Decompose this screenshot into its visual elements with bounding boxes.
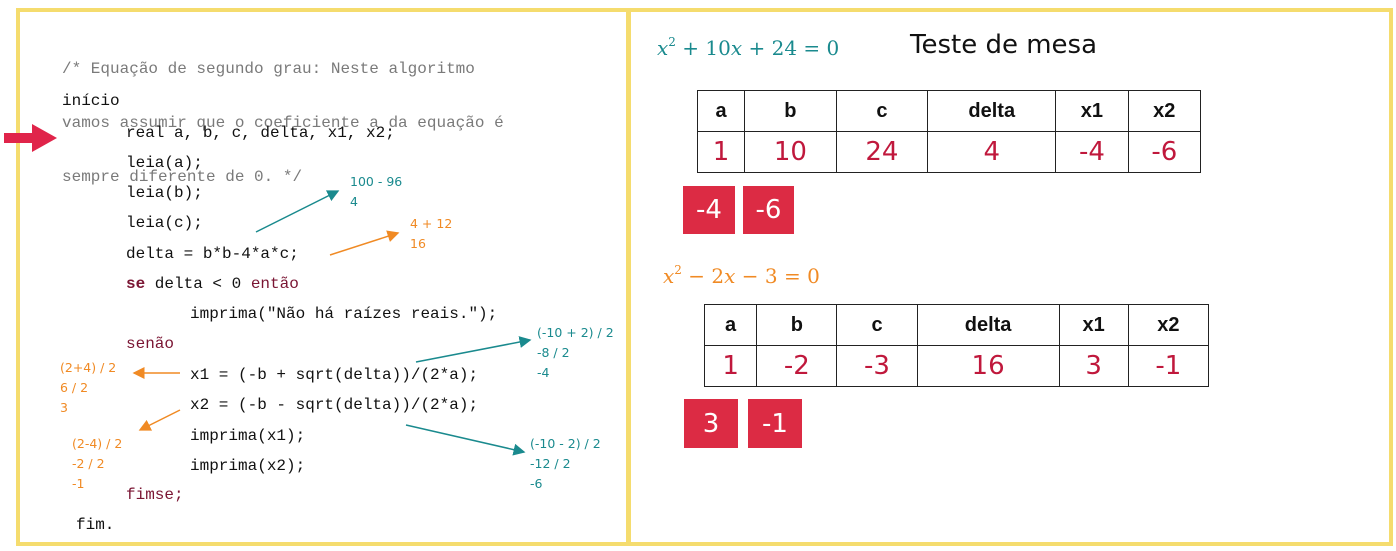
x1-calc-note: (-10 + 2) / 2 -8 / 2 -4 — [537, 325, 614, 380]
desk-test-table-2: a b c delta x1 x2 1 -2 -3 16 3 -1 — [703, 304, 1210, 387]
keyword-fimse: fimse; — [126, 486, 184, 504]
value-cell: -4 — [1055, 131, 1129, 173]
code-x1: x1 = (-b + sqrt(delta))/(2*a); — [190, 366, 479, 384]
table-row: 1 10 24 4 -4 -6 — [696, 131, 1202, 173]
value-cell: 24 — [835, 131, 929, 173]
keyword-senao: senão — [126, 335, 175, 353]
code-leia-a: leia(a); — [126, 154, 203, 172]
code-declaration: real a, b, c, delta, x1, x2; — [126, 124, 395, 142]
comment-line: sempre diferente de 0. */ — [62, 168, 303, 186]
comment-line: /* Equação de segundo grau: Neste algori… — [62, 60, 475, 78]
code-comment: /* Equação de segundo grau: Neste algori… — [62, 24, 504, 204]
header-cell: delta — [927, 90, 1057, 132]
value-cell: -2 — [756, 345, 838, 387]
x2-calc-note-2: (2-4) / 2 -2 / 2 -1 — [72, 436, 123, 491]
code-imprima-msg: imprima("Não há raízes reais."); — [190, 305, 498, 323]
keyword-se: se — [126, 275, 146, 293]
header-cell: x2 — [1127, 304, 1210, 346]
equation-1: x2 + 10x + 24 = 0 — [657, 35, 840, 60]
value-cell: 1 — [696, 131, 746, 173]
header-cell: delta — [916, 304, 1060, 346]
result-x1-badge: -4 — [683, 186, 735, 234]
keyword-entao: então — [250, 275, 299, 293]
value-cell: 16 — [916, 345, 1060, 387]
algorithm-panel — [16, 8, 630, 546]
desk-test-table-1: a b c delta x1 x2 1 10 24 4 -4 -6 — [696, 90, 1202, 173]
header-cell: b — [756, 304, 838, 346]
x2-calc-note: (-10 - 2) / 2 -12 / 2 -6 — [530, 436, 601, 491]
code-imprima-x1: imprima(x1); — [190, 427, 306, 445]
result-x1-badge: 3 — [684, 399, 738, 448]
delta-calc-note: 100 - 96 4 — [350, 174, 403, 209]
result-x2-badge: -6 — [743, 186, 794, 234]
value-cell: 10 — [744, 131, 837, 173]
value-cell: 3 — [1058, 345, 1129, 387]
header-cell: c — [835, 90, 929, 132]
code-inicio: início — [62, 92, 120, 110]
code-se-line: se delta < 0 então — [126, 275, 299, 293]
header-cell: x1 — [1055, 90, 1129, 132]
code-imprima-x2: imprima(x2); — [190, 457, 306, 475]
table-header-row: a b c delta x1 x2 — [703, 304, 1210, 346]
code-x2: x2 = (-b - sqrt(delta))/(2*a); — [190, 396, 479, 414]
value-cell: 1 — [703, 345, 758, 387]
result-x2-badge: -1 — [748, 399, 802, 448]
header-cell: a — [696, 90, 746, 132]
code-leia-b: leia(b); — [126, 184, 203, 202]
table-row: 1 -2 -3 16 3 -1 — [703, 345, 1210, 387]
value-cell: -3 — [836, 345, 918, 387]
page-title: Teste de mesa — [910, 30, 1098, 60]
header-cell: b — [744, 90, 837, 132]
code-fim: fim. — [76, 516, 115, 534]
se-condition: delta < 0 — [145, 275, 251, 293]
value-cell: -1 — [1127, 345, 1210, 387]
code-delta: delta = b*b-4*a*c; — [126, 245, 299, 263]
x1-calc-note-2: (2+4) / 2 6 / 2 3 — [60, 360, 117, 415]
comment-line: vamos assumir que o coeficiente a da equ… — [62, 114, 504, 132]
header-cell: c — [836, 304, 918, 346]
value-cell: -6 — [1127, 131, 1202, 173]
delta-calc-note-2: 4 + 12 16 — [410, 216, 453, 251]
code-leia-c: leia(c); — [126, 214, 203, 232]
value-cell: 4 — [927, 131, 1057, 173]
equation-2: x2 − 2x − 3 = 0 — [663, 263, 820, 288]
header-cell: x1 — [1058, 304, 1129, 346]
header-cell: x2 — [1127, 90, 1202, 132]
header-cell: a — [703, 304, 758, 346]
table-header-row: a b c delta x1 x2 — [696, 90, 1202, 132]
